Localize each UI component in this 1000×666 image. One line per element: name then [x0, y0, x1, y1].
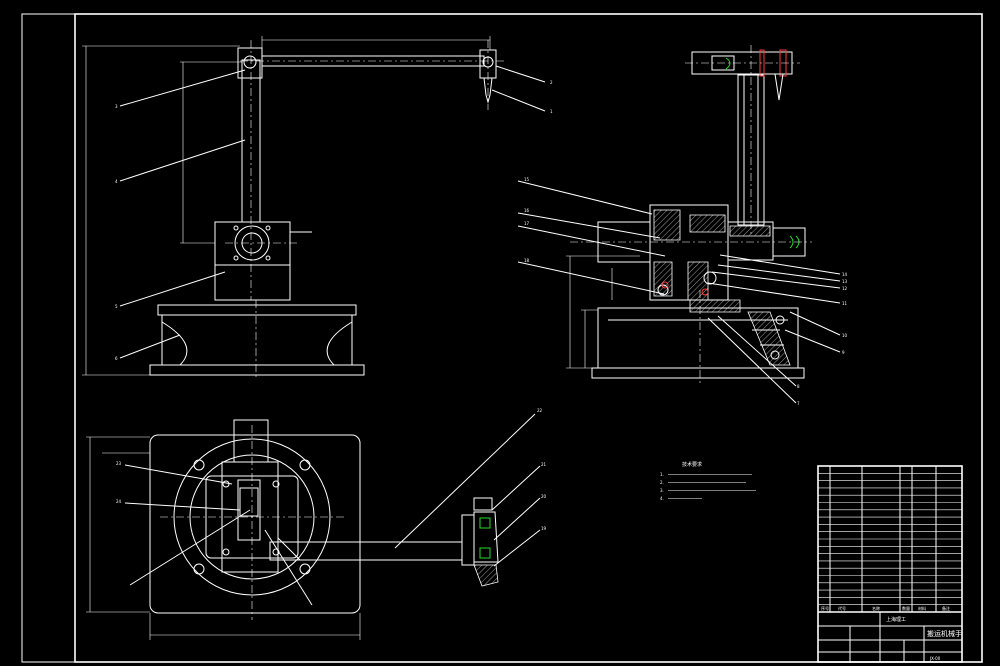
note-line-4: 4.	[660, 496, 664, 501]
balloon-11: 11	[842, 301, 848, 306]
col-header-remark: 备注	[942, 605, 950, 611]
shoulder-block	[214, 221, 291, 266]
note-line-3: 3.	[660, 488, 664, 493]
top-view	[86, 413, 541, 640]
balloon-9: 9	[842, 350, 845, 355]
balloon-2: 2	[550, 80, 553, 85]
col-header-qty: 数量	[902, 605, 910, 611]
front-view-labels: 1 2 3 4 5 6	[115, 80, 553, 361]
balloon-24: 24	[116, 499, 122, 504]
balloon-23: 23	[116, 461, 122, 466]
balloon-21: 21	[541, 462, 547, 467]
balloon-18: 18	[524, 258, 530, 263]
parts-list-rows	[818, 472, 962, 606]
gripper-tip	[483, 77, 493, 104]
balloon-3: 3	[115, 104, 118, 109]
balloon-14: 14	[842, 272, 848, 277]
balloon-16: 16	[524, 208, 530, 213]
title-block-drawing-name: 搬运机械手	[927, 629, 962, 638]
base-top-plate	[157, 304, 357, 316]
drawing-frame	[21, 13, 983, 663]
title-block-company: 上海理工	[886, 616, 906, 623]
waist-housing	[214, 264, 291, 301]
balloon-13: 13	[842, 279, 848, 284]
col-header-material: 材料	[918, 605, 926, 611]
top-view-labels: 22 21 20 19 23 24	[116, 408, 547, 531]
note-line-1: 1.	[660, 472, 664, 477]
balloon-4: 4	[115, 179, 118, 184]
top-base-plate	[149, 434, 361, 614]
balloon-6: 6	[115, 356, 118, 361]
front-view	[82, 36, 546, 380]
balloon-17: 17	[524, 221, 530, 226]
notes-heading: 技术要求	[682, 461, 702, 468]
technical-notes: 技术要求 1. 2. 3. 4.	[660, 461, 756, 501]
balloon-22: 22	[537, 408, 543, 413]
col-header-no: 序号	[821, 605, 829, 611]
title-block-drawing-no: JX-00	[929, 656, 941, 661]
balloon-1: 1	[550, 109, 553, 114]
balloon-19: 19	[541, 526, 547, 531]
balloon-15: 15	[524, 177, 530, 182]
side-view	[517, 45, 841, 404]
balloon-10: 10	[842, 333, 848, 338]
note-line-2: 2.	[660, 480, 664, 485]
title-block: 序号 代号 名称 数量 材料 备注 上海理工 搬运机械手 JX-00	[817, 465, 963, 663]
side-view-labels: 15 16 17 18 14 13 12 11 10 9 8 7	[524, 177, 848, 406]
base-foot	[149, 364, 365, 376]
col-header-name: 名称	[872, 605, 880, 611]
col-header-code: 代号	[838, 605, 846, 611]
balloon-12: 12	[842, 286, 848, 291]
balloon-7: 7	[797, 401, 800, 406]
balloon-5: 5	[115, 304, 118, 309]
balloon-8: 8	[797, 384, 800, 389]
balloon-20: 20	[541, 494, 547, 499]
